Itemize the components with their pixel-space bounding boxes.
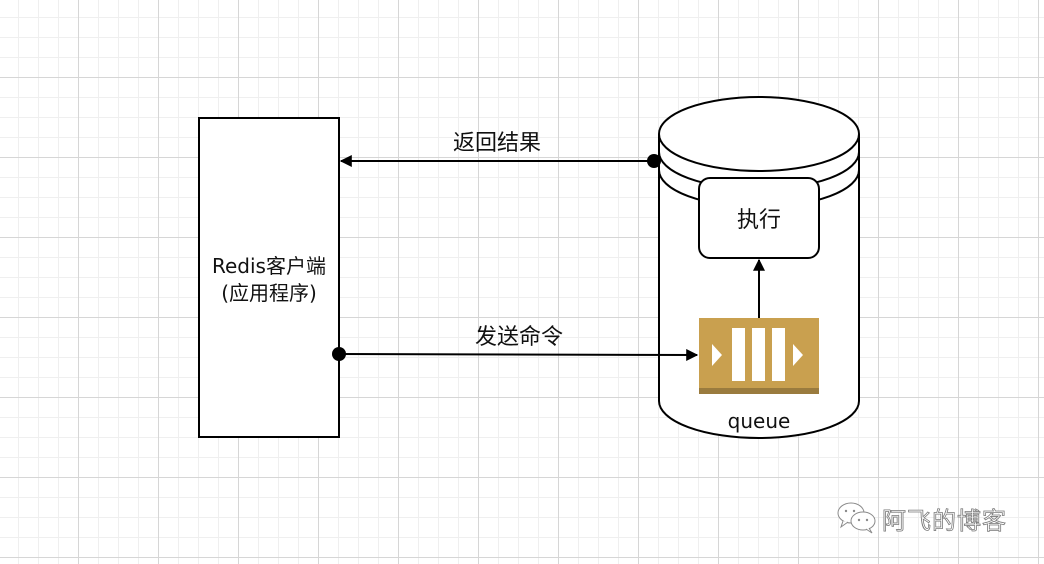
return-result-edge[interactable]: 返回结果 — [339, 131, 661, 168]
watermark: 阿飞的博客 — [836, 501, 1007, 535]
queue-slot-1 — [732, 328, 745, 381]
send-command-edge[interactable]: 发送命令 — [332, 325, 699, 361]
queue-slot-2 — [752, 328, 765, 381]
queue-in-chevron-icon — [712, 344, 722, 366]
queue-out-chevron-icon — [793, 344, 803, 366]
client-box — [198, 117, 340, 438]
send-command-label: 发送命令 — [475, 325, 563, 350]
queue-label: queue — [728, 409, 791, 433]
client-label-line2: (应用程序) — [221, 281, 317, 305]
redis-client-node[interactable]: Redis客户端 (应用程序) — [198, 117, 340, 438]
return-result-label: 返回结果 — [453, 131, 541, 156]
execute-box — [698, 177, 820, 259]
execute-label: 执行 — [737, 208, 781, 233]
queue-icon-base — [699, 388, 819, 394]
client-label-line1: Redis客户端 — [212, 254, 326, 278]
send-arrow-line — [338, 348, 699, 361]
queue-icon[interactable] — [699, 318, 819, 394]
cylinder-top — [658, 96, 860, 172]
execute-node[interactable]: 执行 — [698, 177, 820, 259]
wechat-icon — [837, 502, 876, 534]
watermark-text: 阿飞的博客 — [882, 506, 1007, 535]
queue-slot-3 — [772, 328, 785, 381]
return-arrow-start-dot — [647, 154, 661, 168]
send-arrow-start-dot — [332, 347, 346, 361]
